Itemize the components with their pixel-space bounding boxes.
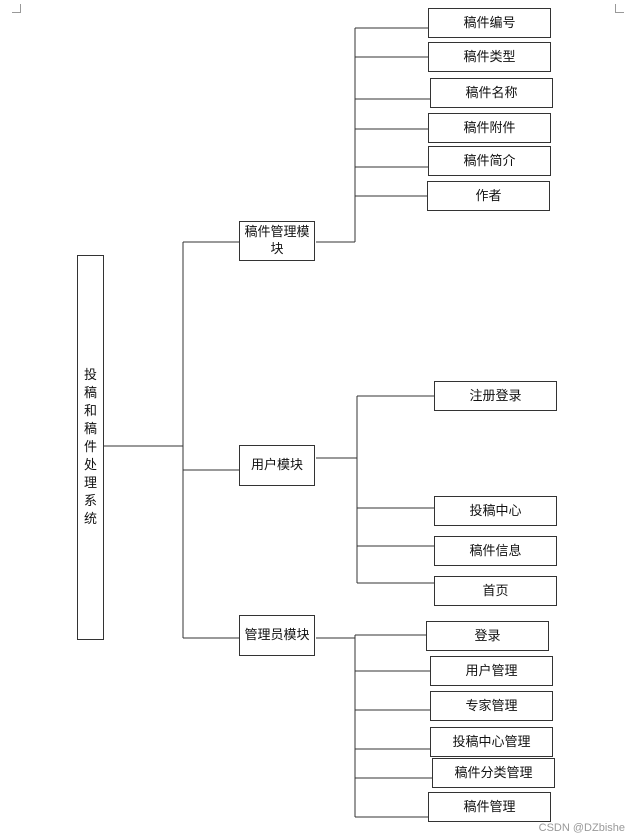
leaf-node: 首页 [434, 576, 557, 606]
leaf-node: 稿件名称 [430, 78, 553, 108]
module-node-administrator: 管理员模块 [239, 615, 315, 656]
leaf-node: 稿件信息 [434, 536, 557, 566]
leaf-node: 稿件分类管理 [432, 758, 555, 788]
leaf-node: 稿件编号 [428, 8, 551, 38]
leaf-node: 投稿中心管理 [430, 727, 553, 757]
module-node-user: 用户模块 [239, 445, 315, 486]
leaf-node: 用户管理 [430, 656, 553, 686]
leaf-node: 稿件附件 [428, 113, 551, 143]
page-corner-mark-left [12, 4, 21, 13]
leaf-node: 稿件简介 [428, 146, 551, 176]
leaf-node: 专家管理 [430, 691, 553, 721]
watermark: CSDN @DZbishe [538, 822, 625, 834]
leaf-node: 投稿中心 [434, 496, 557, 526]
page-corner-mark-right [615, 4, 624, 13]
leaf-node: 登录 [426, 621, 549, 651]
leaf-node: 作者 [427, 181, 550, 211]
leaf-node: 稿件类型 [428, 42, 551, 72]
leaf-node: 稿件管理 [428, 792, 551, 822]
module-node-manuscript-management: 稿件管理模块 [239, 221, 315, 261]
leaf-node: 注册登录 [434, 381, 557, 411]
root-node: 投稿和稿件处理系统 [77, 255, 104, 640]
